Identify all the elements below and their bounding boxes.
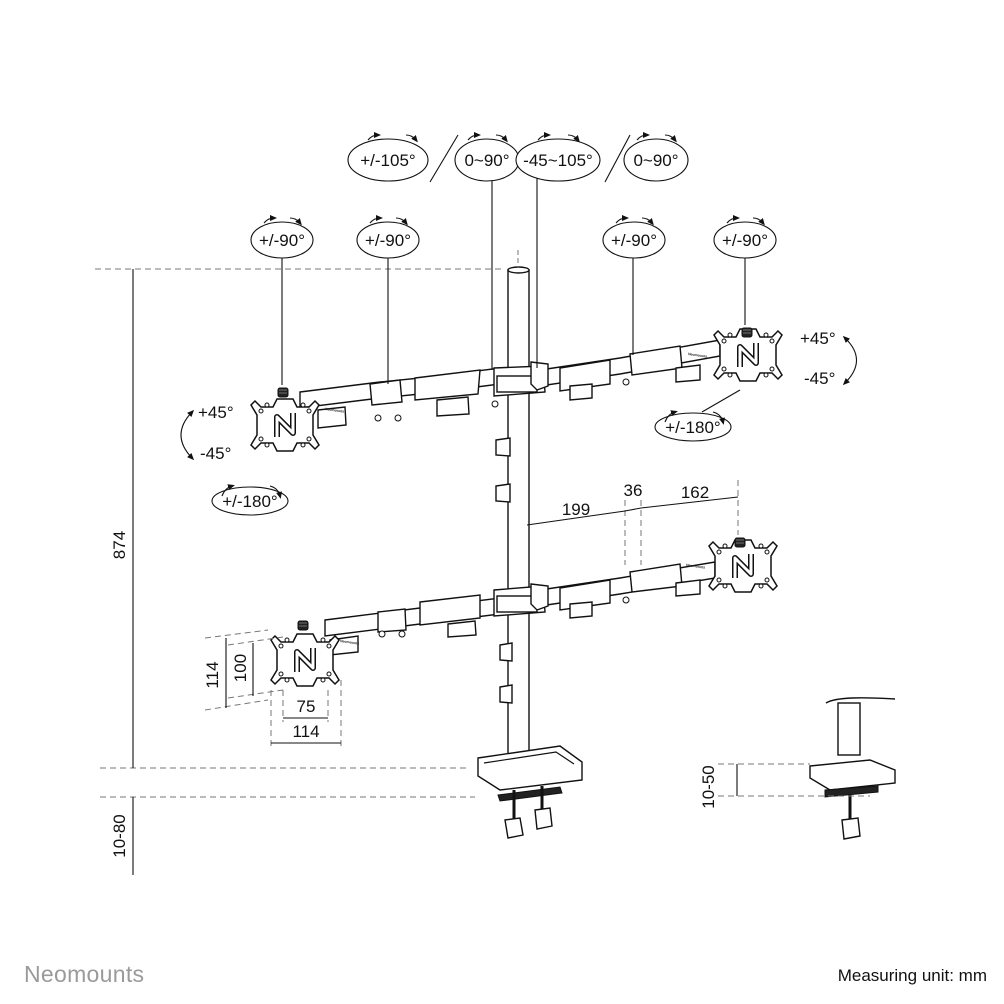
- grommet-detail: 10-50: [699, 697, 896, 840]
- plate-brand-text: Neomounts: [325, 407, 345, 414]
- desk-clamp: [477, 745, 583, 839]
- desk-thickness-dimension: 10-80: [110, 797, 134, 875]
- vesa-plate-lower-left: Neomounts: [271, 620, 360, 686]
- right-tilt-up-label: +45°: [800, 329, 836, 348]
- footer-brand-logo: Neomounts: [24, 961, 145, 987]
- lower-arm-assembly: [324, 561, 716, 656]
- arm-segment-3-label: 162: [681, 483, 709, 502]
- plate-brand-text: Neomounts: [686, 563, 706, 570]
- left-rotate-label: +/-180°: [222, 492, 277, 511]
- vesa-plate-lower-right: Neomounts: [686, 538, 777, 592]
- left-tilt-up-label: +45°: [198, 403, 234, 422]
- vesa-outer-vertical-label: 114: [203, 661, 222, 688]
- plate-brand-text: Neomounts: [688, 352, 708, 359]
- arm-joint-1-label: +/-90°: [259, 231, 305, 250]
- top-pivot-tilt-left-label: 0~90°: [464, 151, 509, 170]
- arm-segment-dimensions: 199 36 162: [526, 480, 739, 565]
- arm-joint-4-label: +/-90°: [722, 231, 768, 250]
- vesa-outer-horizontal-label: 114: [292, 722, 319, 741]
- top-pivot-tilt-right-label: 0~90°: [633, 151, 678, 170]
- top-pivot-right-label: -45~105°: [523, 151, 593, 170]
- right-tilt-down-label: -45°: [804, 369, 835, 388]
- dimension-guides: [95, 268, 503, 798]
- vesa-inner-vertical-label: 100: [231, 654, 250, 682]
- desk-thickness-label: 10-80: [110, 814, 129, 857]
- vesa-plate-upper-right: Neomounts: [688, 328, 782, 381]
- right-rotate-label: +/-180°: [665, 418, 720, 437]
- vesa-dimensions: 114 100 75 114: [203, 629, 342, 748]
- top-rotation-labels: +/-105° 0~90° -45~105° 0~90°: [347, 132, 689, 182]
- arm-segment-2-label: 36: [624, 481, 643, 500]
- vesa-plate-upper-left: Neomounts: [251, 387, 345, 451]
- cable-clips: [495, 437, 513, 704]
- top-pivot-left-label: +/-105°: [360, 151, 415, 170]
- vesa-inner-horizontal-label: 75: [297, 697, 316, 716]
- right-tilt-indicators: +45° -45° +/-180°: [654, 329, 858, 442]
- left-tilt-indicators: +45° -45° +/-180°: [180, 403, 289, 516]
- grommet-thickness-label: 10-50: [699, 765, 718, 808]
- height-dimension: 874: [110, 269, 134, 768]
- arm-joint-2-label: +/-90°: [365, 231, 411, 250]
- measuring-unit-note: Measuring unit: mm: [837, 966, 987, 985]
- upper-arm-assembly: [299, 339, 721, 429]
- arm-segment-1-label: 199: [562, 500, 590, 519]
- total-height-label: 874: [110, 531, 129, 559]
- plate-brand-text: Neomounts: [340, 639, 360, 646]
- leader-lines: [281, 134, 746, 385]
- left-tilt-down-label: -45°: [200, 444, 231, 463]
- arm-joint-3-label: +/-90°: [611, 231, 657, 250]
- joint-rotation-labels: +/-90° +/-90° +/-90° +/-90°: [250, 215, 777, 259]
